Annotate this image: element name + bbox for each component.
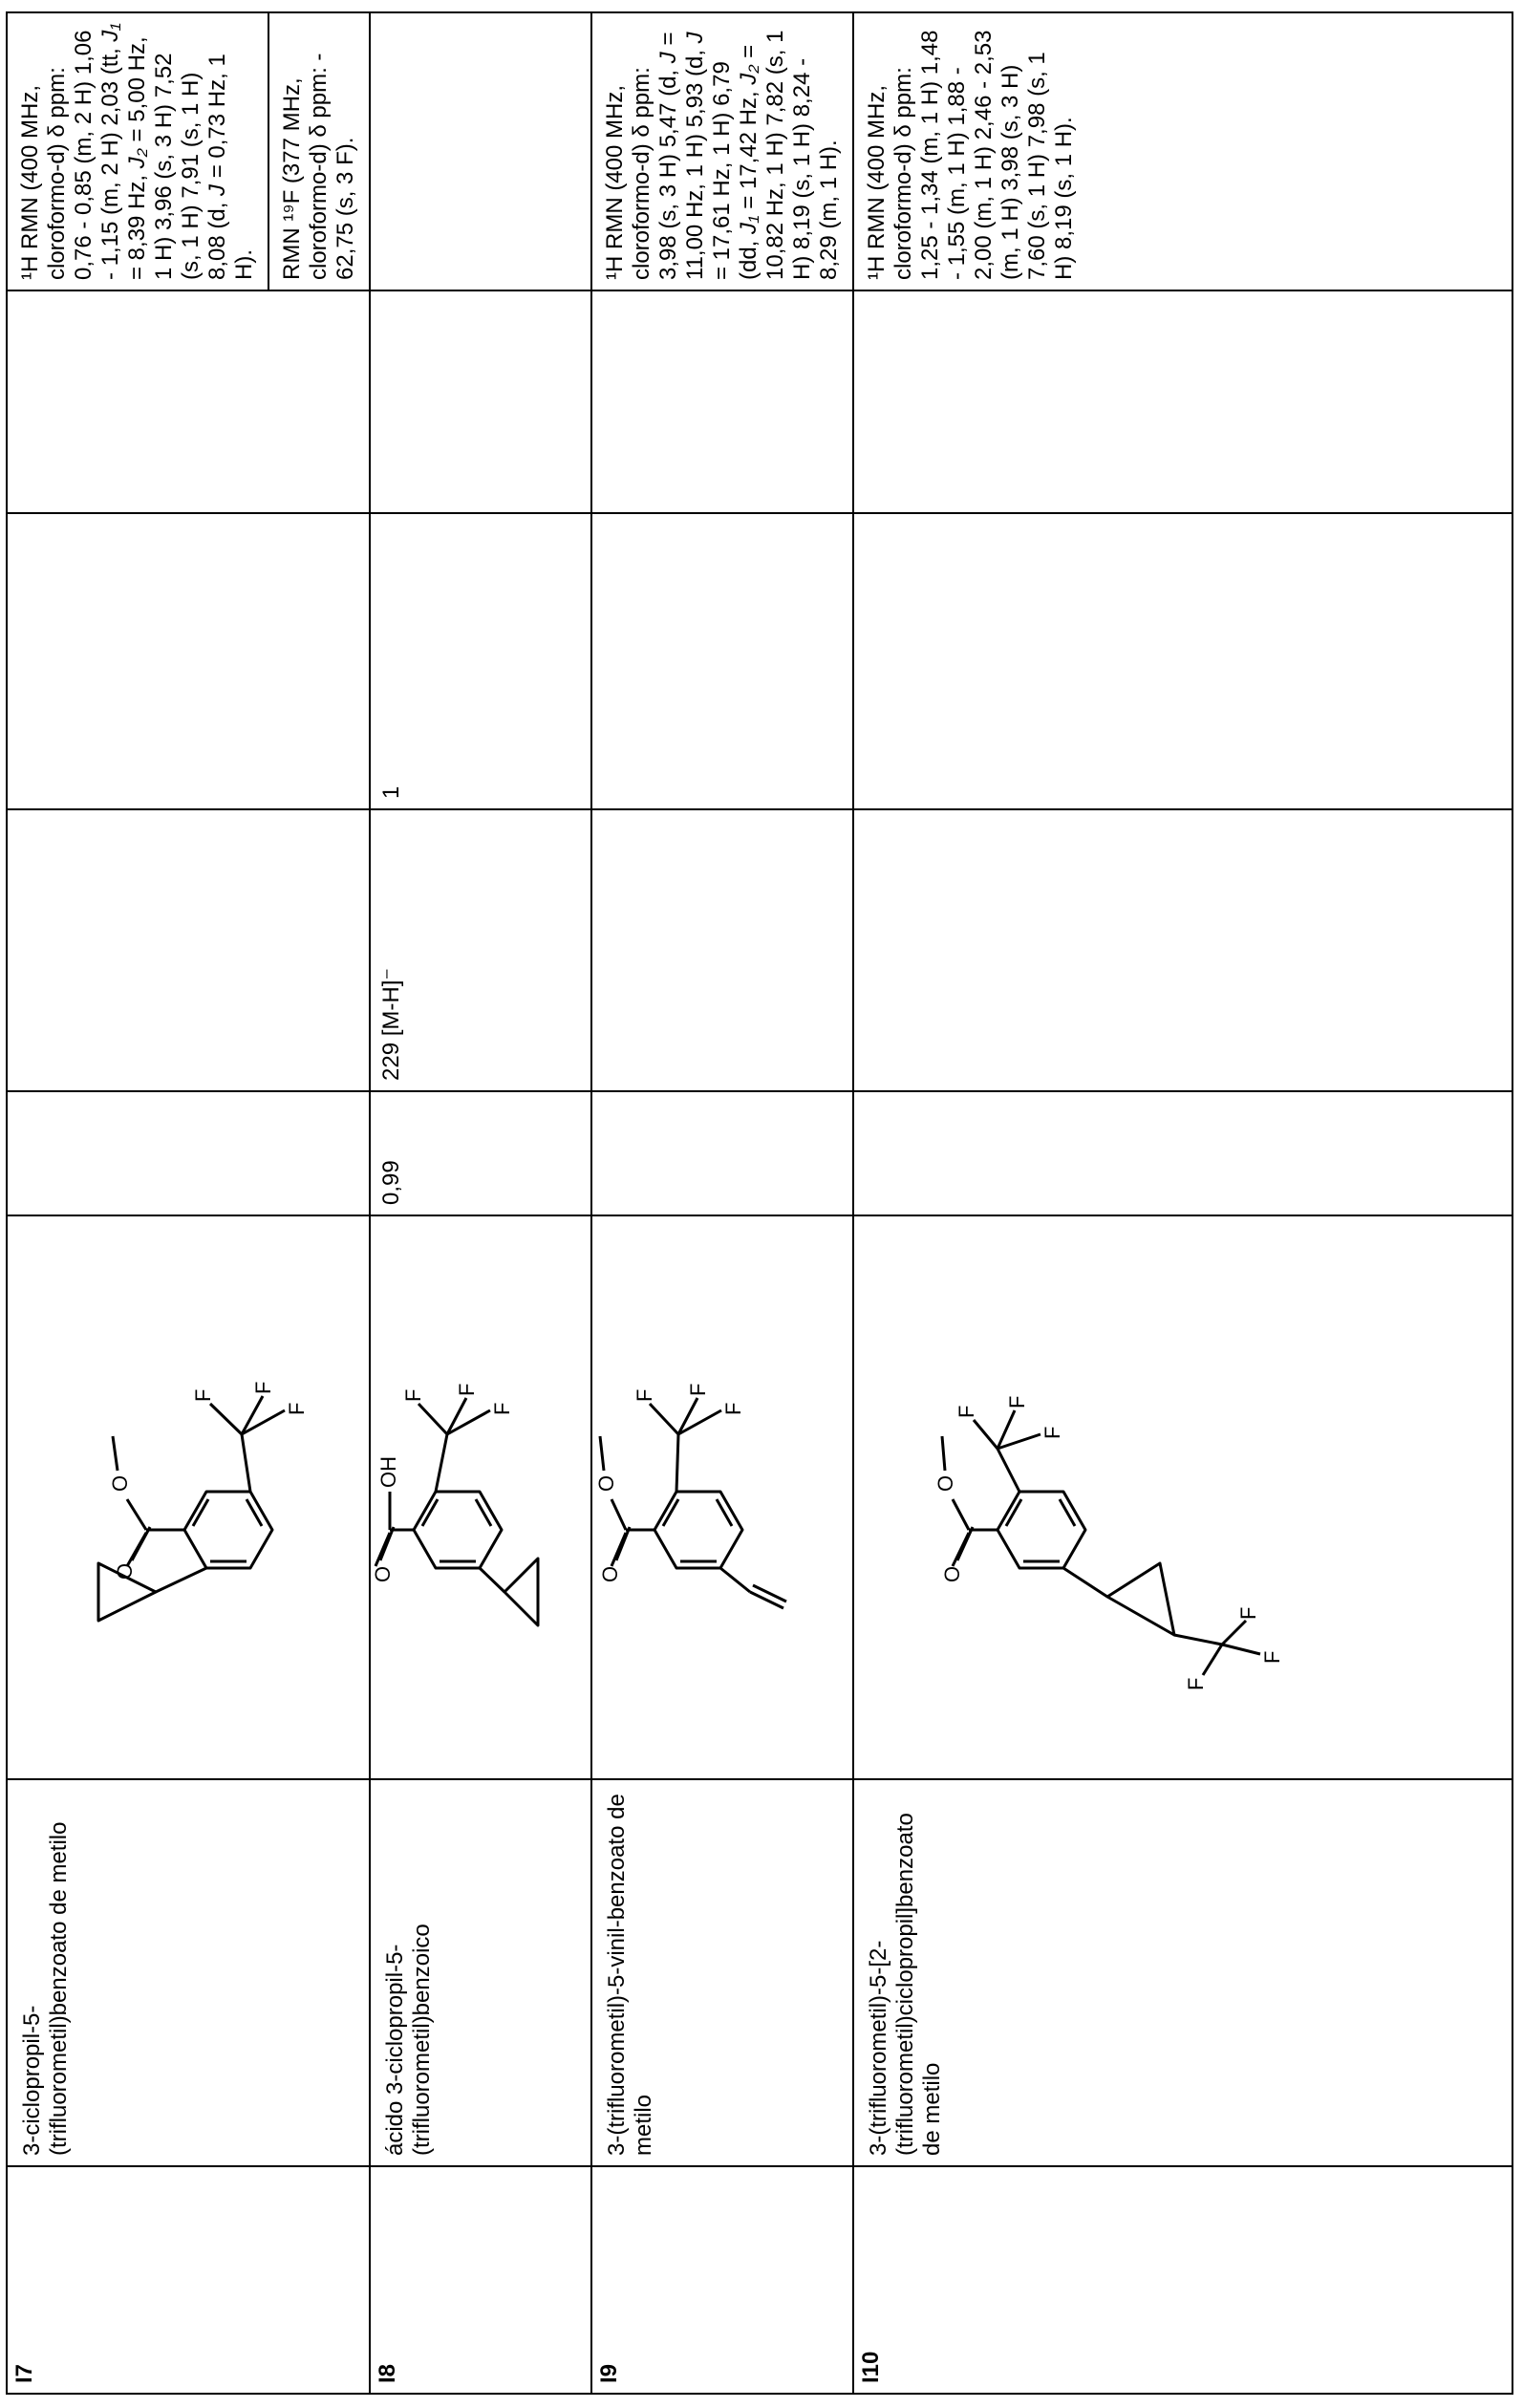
method-value bbox=[853, 513, 1512, 809]
atom-label: F bbox=[455, 1384, 479, 1396]
method-value bbox=[591, 513, 853, 809]
method-value bbox=[7, 513, 370, 809]
compound-name: ácido 3-ciclopropil-5-(trifluorometil)be… bbox=[370, 1779, 591, 2166]
structure-cell: O OH F F F bbox=[370, 1215, 591, 1779]
table-row: I9 3-(trifluorometil)-5-vinil-benzoato d… bbox=[591, 12, 853, 2394]
empty-cell bbox=[370, 12, 591, 290]
nmr-h-text: ¹H RMN (400 MHz, cloroformo-d) δ ppm: 3,… bbox=[592, 13, 852, 290]
atom-label: F bbox=[401, 1389, 425, 1402]
table-row: I7 3-ciclopropil-5-(trifluorometil)benzo… bbox=[7, 12, 370, 2394]
atom-label: F bbox=[251, 1382, 275, 1394]
atom-label: F bbox=[1260, 1651, 1284, 1664]
empty-cell bbox=[591, 290, 853, 513]
empty-cell bbox=[7, 290, 370, 513]
retention-time: 0,99 bbox=[370, 1091, 591, 1215]
structure-cell: O O F F F bbox=[591, 1215, 853, 1779]
compound-name: 3-(trifluorometil)-5-[2-(trifluorometil)… bbox=[853, 1779, 1512, 2166]
atom-label: F bbox=[1236, 1607, 1260, 1620]
retention-time bbox=[591, 1091, 853, 1215]
atom-label: O bbox=[108, 1475, 132, 1492]
atom-label: F bbox=[1040, 1427, 1064, 1439]
structure-methyl-cyclopropyl-cf3-benzoate: O O F F F bbox=[8, 1218, 361, 1778]
nmr-cell: ¹H RMN (400 MHz, cloroformo-d) δ ppm: 1,… bbox=[853, 12, 1512, 290]
atom-label: O bbox=[940, 1566, 964, 1582]
empty-cell bbox=[853, 290, 1512, 513]
atom-label: O bbox=[594, 1475, 618, 1492]
atom-label: OH bbox=[376, 1456, 400, 1488]
structure-cell: O O F F F F F F bbox=[853, 1215, 1512, 1779]
structure-methyl-cf3-cf3cyclopropyl-benzoate: O O F F F F F F bbox=[854, 1218, 1510, 1778]
compound-table: I7 3-ciclopropil-5-(trifluorometil)benzo… bbox=[6, 11, 1513, 2395]
compound-name: 3-(trifluorometil)-5-vinil-benzoato de m… bbox=[591, 1779, 853, 2166]
atom-label: F bbox=[686, 1384, 710, 1396]
mass-value bbox=[591, 809, 853, 1091]
structure-cyclopropyl-cf3-benzoic-acid: O OH F F F bbox=[371, 1218, 589, 1778]
atom-label: F bbox=[633, 1389, 656, 1402]
compound-id: I7 bbox=[7, 2166, 370, 2394]
atom-label: F bbox=[1184, 1678, 1208, 1690]
atom-label: F bbox=[191, 1389, 215, 1402]
nmr-f-text: RMN ¹⁹F (377 MHz, cloroformo-d) δ ppm: -… bbox=[268, 13, 369, 290]
atom-label: F bbox=[721, 1403, 745, 1415]
compound-name: 3-ciclopropil-5-(trifluorometil)benzoato… bbox=[7, 1779, 370, 2166]
compound-id: I8 bbox=[370, 2166, 591, 2394]
nmr-h-text: ¹H RMN (400 MHz, cloroformo-d) δ ppm: 0,… bbox=[8, 13, 268, 290]
nmr-h-text: ¹H RMN (400 MHz, cloroformo-d) δ ppm: 1,… bbox=[854, 13, 1087, 290]
table-row: I10 3-(trifluorometil)-5-[2-(trifluorome… bbox=[853, 12, 1512, 2394]
structure-cell: O O F F F bbox=[7, 1215, 370, 1779]
atom-label: F bbox=[955, 1406, 978, 1418]
structure-methyl-cf3-vinyl-benzoate: O O F F F bbox=[592, 1218, 814, 1778]
compound-id: I10 bbox=[853, 2166, 1512, 2394]
atom-label: O bbox=[113, 1563, 137, 1580]
method-value: 1 bbox=[370, 513, 591, 809]
compound-id: I9 bbox=[591, 2166, 853, 2394]
atom-label: F bbox=[285, 1403, 309, 1415]
mass-value bbox=[853, 809, 1512, 1091]
atom-label: F bbox=[490, 1403, 514, 1415]
mass-value bbox=[7, 809, 370, 1091]
atom-label: F bbox=[1005, 1396, 1029, 1408]
nmr-cell: ¹H RMN (400 MHz, cloroformo-d) δ ppm: 0,… bbox=[7, 12, 370, 290]
atom-label: O bbox=[933, 1475, 957, 1492]
nmr-cell: ¹H RMN (400 MHz, cloroformo-d) δ ppm: 3,… bbox=[591, 12, 853, 290]
retention-time bbox=[7, 1091, 370, 1215]
empty-cell bbox=[370, 290, 591, 513]
retention-time bbox=[853, 1091, 1512, 1215]
mass-value: 229 [M-H]⁻ bbox=[370, 809, 591, 1091]
table-row: I8 ácido 3-ciclopropil-5-(trifluorometil… bbox=[370, 12, 591, 2394]
atom-label: O bbox=[371, 1566, 395, 1582]
atom-label: O bbox=[598, 1566, 622, 1582]
